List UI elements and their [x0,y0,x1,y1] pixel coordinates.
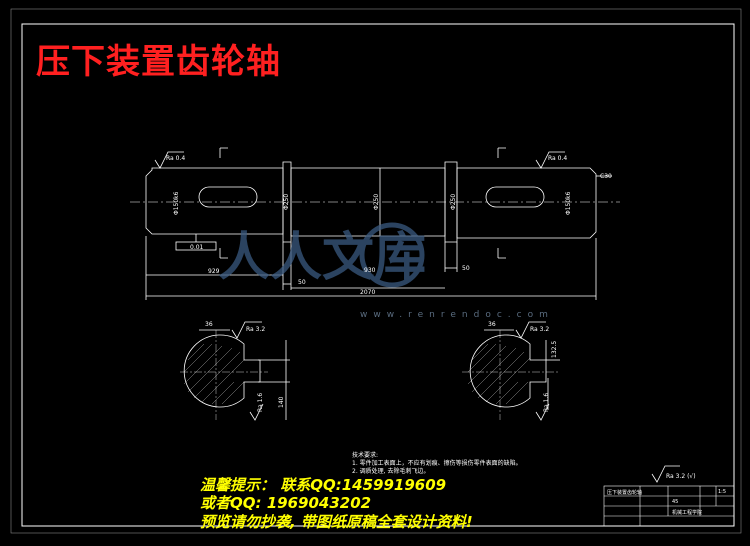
dim-dia-left: Φ150k6 [173,191,180,215]
roughness-general-symbol [651,465,680,483]
notes-heading: 技术要求: [352,452,379,459]
title-block-scale: 1:5 [718,489,727,495]
dim-sec-left-depth: 140 [278,396,285,408]
drawing-title: 压下装置齿轮轴 [36,42,281,82]
notes-line-1: 1. 零件加工表面上，不应有划痕、擦伤等损伤零件表面的缺陷。 [352,460,522,467]
watermark-logo: 人人文库 [218,222,426,288]
frame-margin [10,8,742,534]
dim-sec-right-depth: 132.5 [551,341,558,358]
roughness-section-left: Ra 3.2 [246,326,265,333]
dim-shoulder-2: 50 [462,265,470,272]
roughness-section-left-key: Ra 1.6 [257,393,264,412]
watermark-logo-text: 人人文库 [218,228,426,288]
dim-dia-right: Φ150k6 [565,191,572,215]
roughness-section-right: Ra 3.2 [530,326,549,333]
notes-line-2: 2. 调质处理, 去除毛刺飞边。 [352,468,430,475]
dim-dia-mid-1: Φ250 [283,194,290,210]
dim-segment-mid: 930 [364,267,376,274]
roughness-right-top: Ra 0.4 [548,155,567,162]
section-left [180,321,290,421]
dim-segment-left: 929 [208,268,220,275]
dim-dia-mid-2: Φ250 [373,194,380,210]
promo-line-2: 或者QQ: 1969043202 [200,494,372,512]
watermark-url: www.renrendoc.com [360,310,554,320]
dim-tolerance: 0.01 [190,244,204,251]
title-block-material: 45 [672,499,679,505]
roughness-general: Ra 3.2 (√) [666,473,696,480]
dim-sec-right-width: 36 [488,321,496,328]
section-right [462,321,560,421]
promo-line-1: 温馨提示： 联系QQ:1459919609 [200,476,447,494]
promo-line-3: 预览请勿抄袭, 带图纸原稿全套设计资料! [200,513,473,531]
section-right-hatch [467,343,531,405]
section-left-hatch [183,343,245,405]
frame-outer [21,23,735,527]
title-block-school: 机械工程学院 [672,510,703,516]
title-block-part-name: 压下装置齿轮轴 [607,490,643,496]
dim-dia-mid-3: Φ250 [450,194,457,210]
shaft-outline [145,147,612,300]
roughness-left-top: Ra 0.4 [166,155,185,162]
dim-sec-left-width: 36 [205,321,213,328]
dim-total-length: 2070 [360,289,375,296]
roughness-section-right-key: Ra 1.6 [543,393,550,412]
dim-shoulder-1: 50 [298,279,306,286]
title-block [603,485,735,527]
dim-chamfer: C30 [600,173,612,180]
technical-notes: 技术要求: 1. 零件加工表面上，不应有划痕、擦伤等损伤零件表面的缺陷。 2. … [352,452,522,476]
